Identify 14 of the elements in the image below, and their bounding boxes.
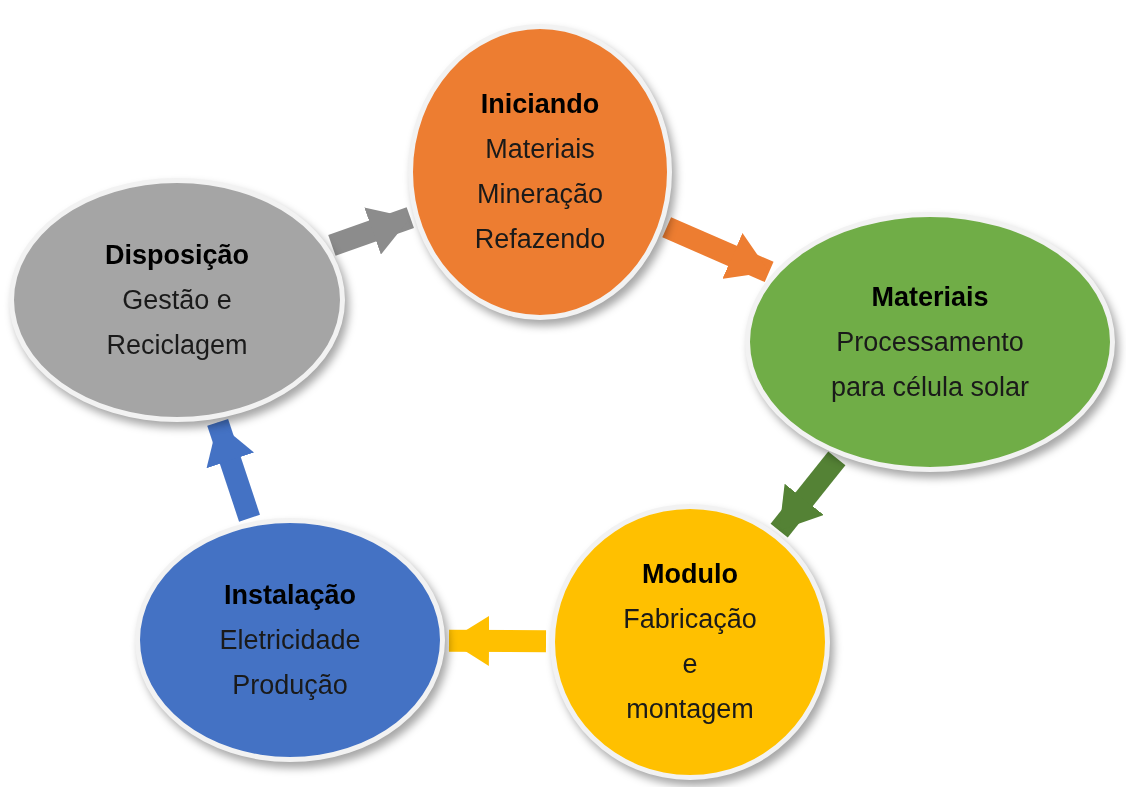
stage-description: Eletricidade Produção — [218, 623, 362, 702]
stage-description: Materiais Mineração Refazendo — [473, 133, 607, 256]
stage-description: Processamento para célula solar — [829, 325, 1031, 404]
stage-description: Gestão e Reciclagem — [105, 283, 249, 362]
stage-title: Materiais — [871, 280, 989, 314]
stage-title: Disposição — [104, 238, 249, 272]
stage-description: Fabricação e montagem — [622, 603, 758, 726]
block-arrow — [328, 207, 414, 256]
block-arrow — [662, 217, 774, 282]
stage-title: Iniciando — [480, 88, 600, 121]
stage-title: Instalação — [223, 578, 357, 612]
block-arrow — [770, 451, 846, 538]
block-arrow — [448, 616, 547, 666]
stage-title: Modulo — [642, 558, 738, 591]
